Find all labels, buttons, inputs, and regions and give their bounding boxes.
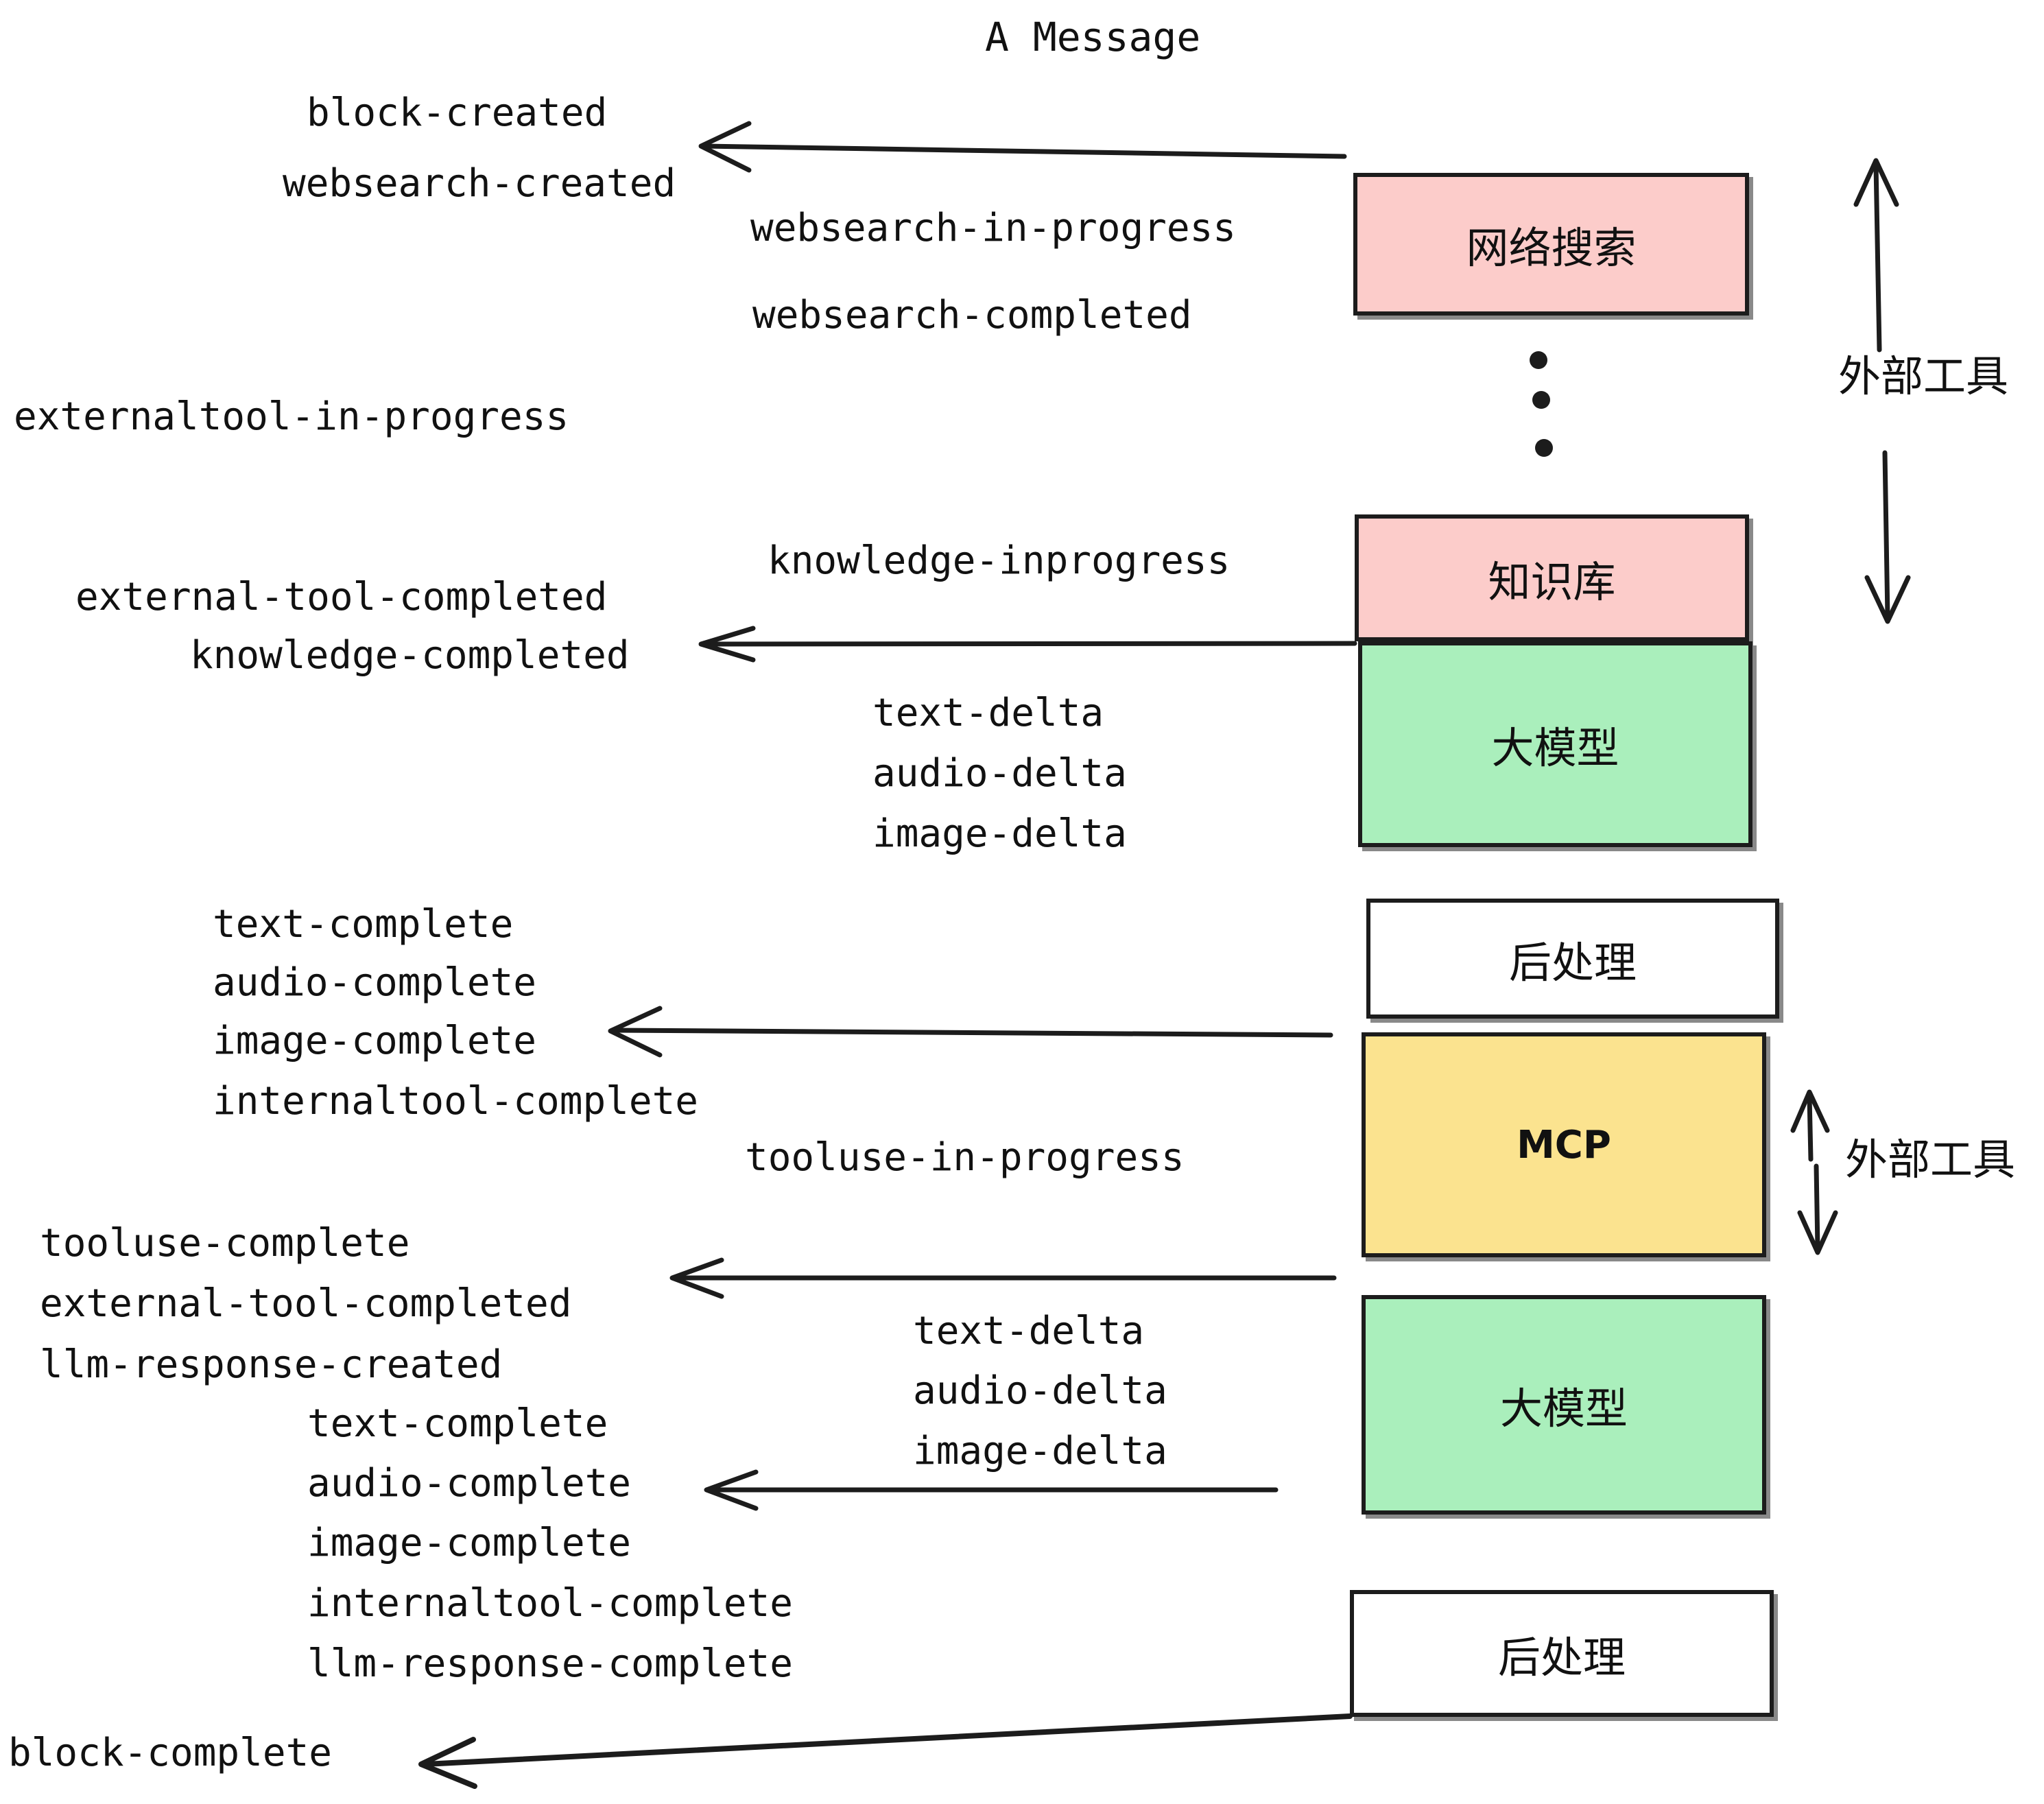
component-box-label: 知识库 bbox=[1488, 556, 1616, 607]
event-block-created: block-created bbox=[307, 91, 608, 135]
component-box-postprocess-1[interactable]: 后处理 bbox=[1366, 899, 1779, 1019]
component-box-llm-2[interactable]: 大模型 bbox=[1362, 1295, 1766, 1515]
arrow-websearch-to-blockcreated bbox=[698, 121, 1347, 173]
event-image-delta-2: image-delta bbox=[913, 1429, 1167, 1473]
event-image-delta-1: image-delta bbox=[872, 811, 1127, 856]
ellipsis-dot bbox=[1532, 391, 1550, 409]
event-text-complete-2: text-complete bbox=[307, 1401, 608, 1446]
event-llm-response-created: llm-response-created bbox=[40, 1342, 503, 1387]
event-image-complete-1: image-complete bbox=[213, 1019, 537, 1063]
event-text-complete-1: text-complete bbox=[213, 902, 514, 947]
event-websearch-created: websearch-created bbox=[283, 161, 676, 206]
arrow-postprocess-to-imagecomplete bbox=[608, 1006, 1333, 1058]
event-external-tool-completed-1: external-tool-completed bbox=[75, 575, 608, 619]
component-box-label: MCP bbox=[1517, 1122, 1611, 1167]
component-box-label: 网络搜索 bbox=[1466, 223, 1637, 273]
event-tooluse-in-progress: tooluse-in-progress bbox=[745, 1135, 1185, 1180]
event-audio-delta-2: audio-delta bbox=[913, 1368, 1167, 1413]
component-box-mcp[interactable]: MCP bbox=[1362, 1032, 1766, 1257]
component-box-label: 后处理 bbox=[1497, 1632, 1626, 1683]
diagram-title: A Message bbox=[985, 14, 1201, 60]
ellipsis-dot bbox=[1535, 439, 1553, 457]
arrow-postprocess-to-blockcomplete bbox=[418, 1713, 1353, 1789]
event-internaltool-complete-1: internaltool-complete bbox=[213, 1079, 699, 1124]
event-knowledge-inprogress: knowledge-inprogress bbox=[768, 538, 1231, 583]
event-external-tool-completed-2: external-tool-completed bbox=[40, 1281, 572, 1326]
event-block-complete: block-complete bbox=[8, 1731, 333, 1775]
side-label-external-tool-bottom: 外部工具 bbox=[1845, 1135, 2016, 1185]
event-externaltool-in-progress: externaltool-in-progress bbox=[14, 394, 569, 439]
component-box-knowledge[interactable]: 知识库 bbox=[1355, 514, 1749, 641]
arrow-knowledge-to-knowledgecompleted bbox=[698, 626, 1357, 663]
event-llm-response-complete: llm-response-complete bbox=[307, 1641, 794, 1686]
side-label-external-tool-top: 外部工具 bbox=[1838, 351, 2009, 401]
component-box-postprocess-2[interactable]: 后处理 bbox=[1350, 1590, 1774, 1717]
event-text-delta-2: text-delta bbox=[913, 1309, 1145, 1353]
event-audio-delta-1: audio-delta bbox=[872, 751, 1127, 796]
event-websearch-completed: websearch-completed bbox=[752, 293, 1192, 337]
arrow-mcp-to-toolusecomplete bbox=[669, 1257, 1337, 1299]
event-websearch-in-progress: websearch-in-progress bbox=[750, 206, 1237, 250]
component-box-label: 后处理 bbox=[1508, 937, 1637, 988]
component-box-label: 大模型 bbox=[1499, 1384, 1628, 1434]
bracket-arrow-external-tool-bottom bbox=[1790, 1089, 1838, 1255]
component-box-llm-1[interactable]: 大模型 bbox=[1358, 641, 1752, 847]
ellipsis-dot bbox=[1530, 351, 1547, 369]
event-text-delta-1: text-delta bbox=[872, 691, 1104, 735]
event-audio-complete-1: audio-complete bbox=[213, 960, 537, 1005]
event-image-complete-2: image-complete bbox=[307, 1521, 632, 1565]
event-knowledge-completed: knowledge-completed bbox=[190, 633, 630, 678]
component-box-websearch[interactable]: 网络搜索 bbox=[1353, 173, 1749, 316]
event-internaltool-complete-2: internaltool-complete bbox=[307, 1581, 794, 1626]
component-box-label: 大模型 bbox=[1491, 723, 1619, 773]
event-tooluse-complete: tooluse-complete bbox=[40, 1221, 410, 1266]
arrow-llm-to-audiocomplete bbox=[704, 1469, 1279, 1511]
event-audio-complete-2: audio-complete bbox=[307, 1461, 632, 1506]
